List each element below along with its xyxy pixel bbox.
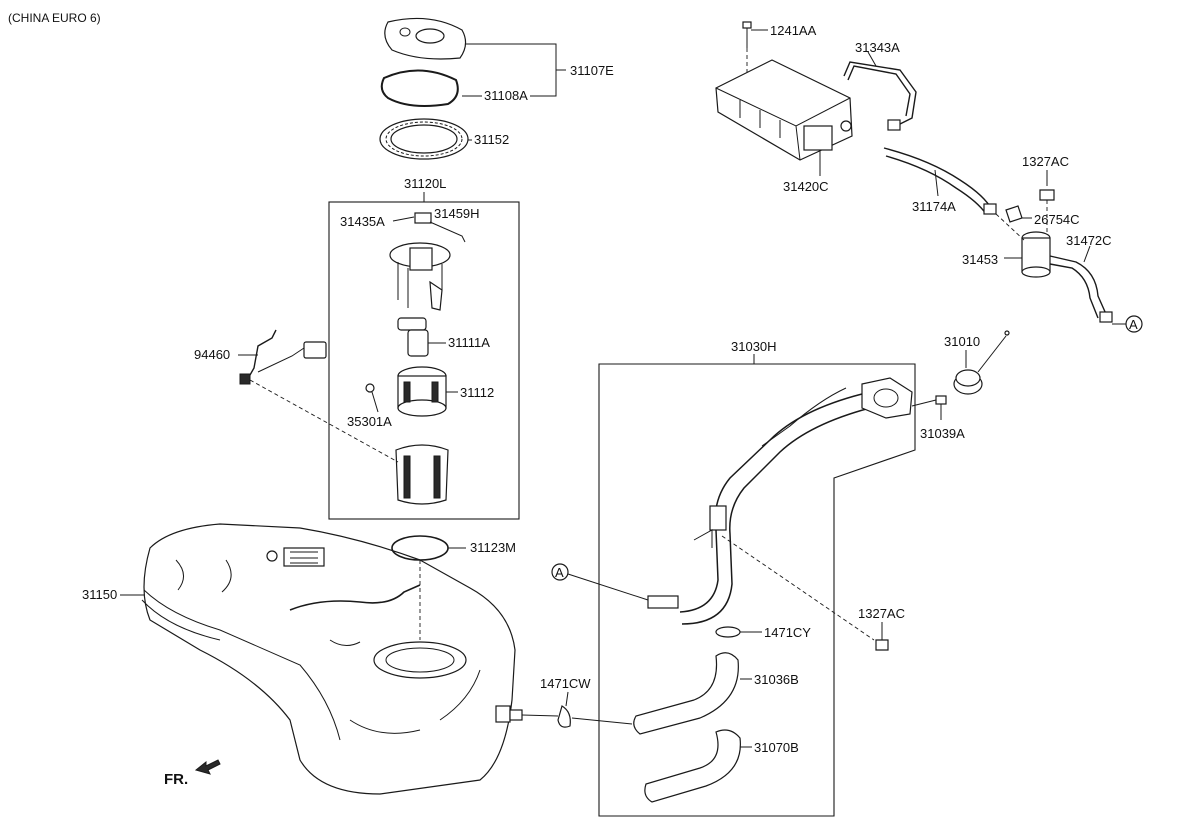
callout-31010: 31010 — [944, 334, 980, 349]
filter-31112 — [365, 366, 458, 417]
callout-1327ac-top: 1327AC — [1022, 154, 1069, 169]
reference-marker-a-right-label: A — [1129, 317, 1138, 332]
fuel-pump-31111a — [397, 317, 446, 357]
callout-26754c: 26754C — [1034, 212, 1080, 227]
nut-1327ac-top — [1039, 170, 1055, 201]
reference-marker-a-left — [551, 563, 569, 581]
reservoir-cup — [395, 444, 449, 505]
canister-31420c — [715, 59, 853, 176]
callout-31152: 31152 — [474, 132, 509, 147]
clamp-1471cw — [521, 691, 633, 728]
reference-marker-a-left-label: A — [555, 565, 564, 580]
callout-31343a: 31343A — [855, 40, 900, 55]
filler-neck — [647, 377, 913, 638]
hose-31036b — [633, 652, 752, 735]
filler-neck-box — [598, 363, 916, 817]
callout-1241aa: 1241AA — [770, 23, 817, 38]
callout-31036b: 31036B — [754, 672, 799, 687]
callout-31453: 31453 — [962, 252, 998, 267]
callout-1471cw: 1471CW — [540, 676, 591, 691]
screw-31039a — [911, 395, 947, 420]
front-direction-label: FR. — [164, 771, 188, 788]
callout-35301a: 35301A — [347, 414, 392, 429]
nut-1327ac-mid — [875, 622, 889, 651]
gasket-31108a — [380, 69, 459, 107]
callout-31108a: 31108A — [484, 88, 528, 103]
callout-31030h: 31030H — [731, 339, 777, 354]
callout-31459h: 31459H — [434, 206, 480, 221]
fuel-cap-31010 — [953, 330, 1010, 395]
callout-31420c: 31420C — [783, 179, 829, 194]
plate-31107e — [384, 17, 467, 60]
pipe-31343a — [843, 51, 917, 131]
callout-31123m: 31123M — [470, 540, 516, 555]
bolt-1241aa — [742, 21, 768, 48]
hose-31070b — [644, 729, 752, 803]
callout-31174a: 31174A — [912, 199, 956, 214]
sender-94460 — [238, 329, 327, 385]
pump-flange — [389, 212, 466, 311]
bracket-26754c — [1005, 205, 1032, 223]
callout-1471cy: 1471CY — [764, 625, 811, 640]
callout-31472c: 31472C — [1066, 233, 1112, 248]
callout-31111a: 31111A — [448, 335, 490, 350]
variant-label: (CHINA EURO 6) — [8, 11, 101, 25]
callout-31120l: 31120L — [404, 176, 446, 191]
callout-94460: 94460 — [194, 347, 230, 362]
hose-31472c — [1049, 245, 1113, 323]
lock-ring-31152 — [379, 118, 469, 160]
callout-31150: 31150 — [82, 587, 117, 602]
callout-31039a: 31039A — [920, 426, 965, 441]
fuel-tank-31150 — [141, 523, 523, 795]
front-arrow-icon — [194, 759, 221, 775]
callout-31107e: 31107E — [570, 63, 614, 78]
reference-marker-a-right — [1125, 315, 1143, 333]
callout-31070b: 31070B — [754, 740, 799, 755]
callout-31112: 31112 — [460, 385, 494, 400]
hose-31174a — [883, 147, 997, 215]
callout-31435a: 31435A — [340, 214, 385, 229]
callout-1327ac-mid: 1327AC — [858, 606, 905, 621]
filter-31453 — [995, 213, 1051, 278]
